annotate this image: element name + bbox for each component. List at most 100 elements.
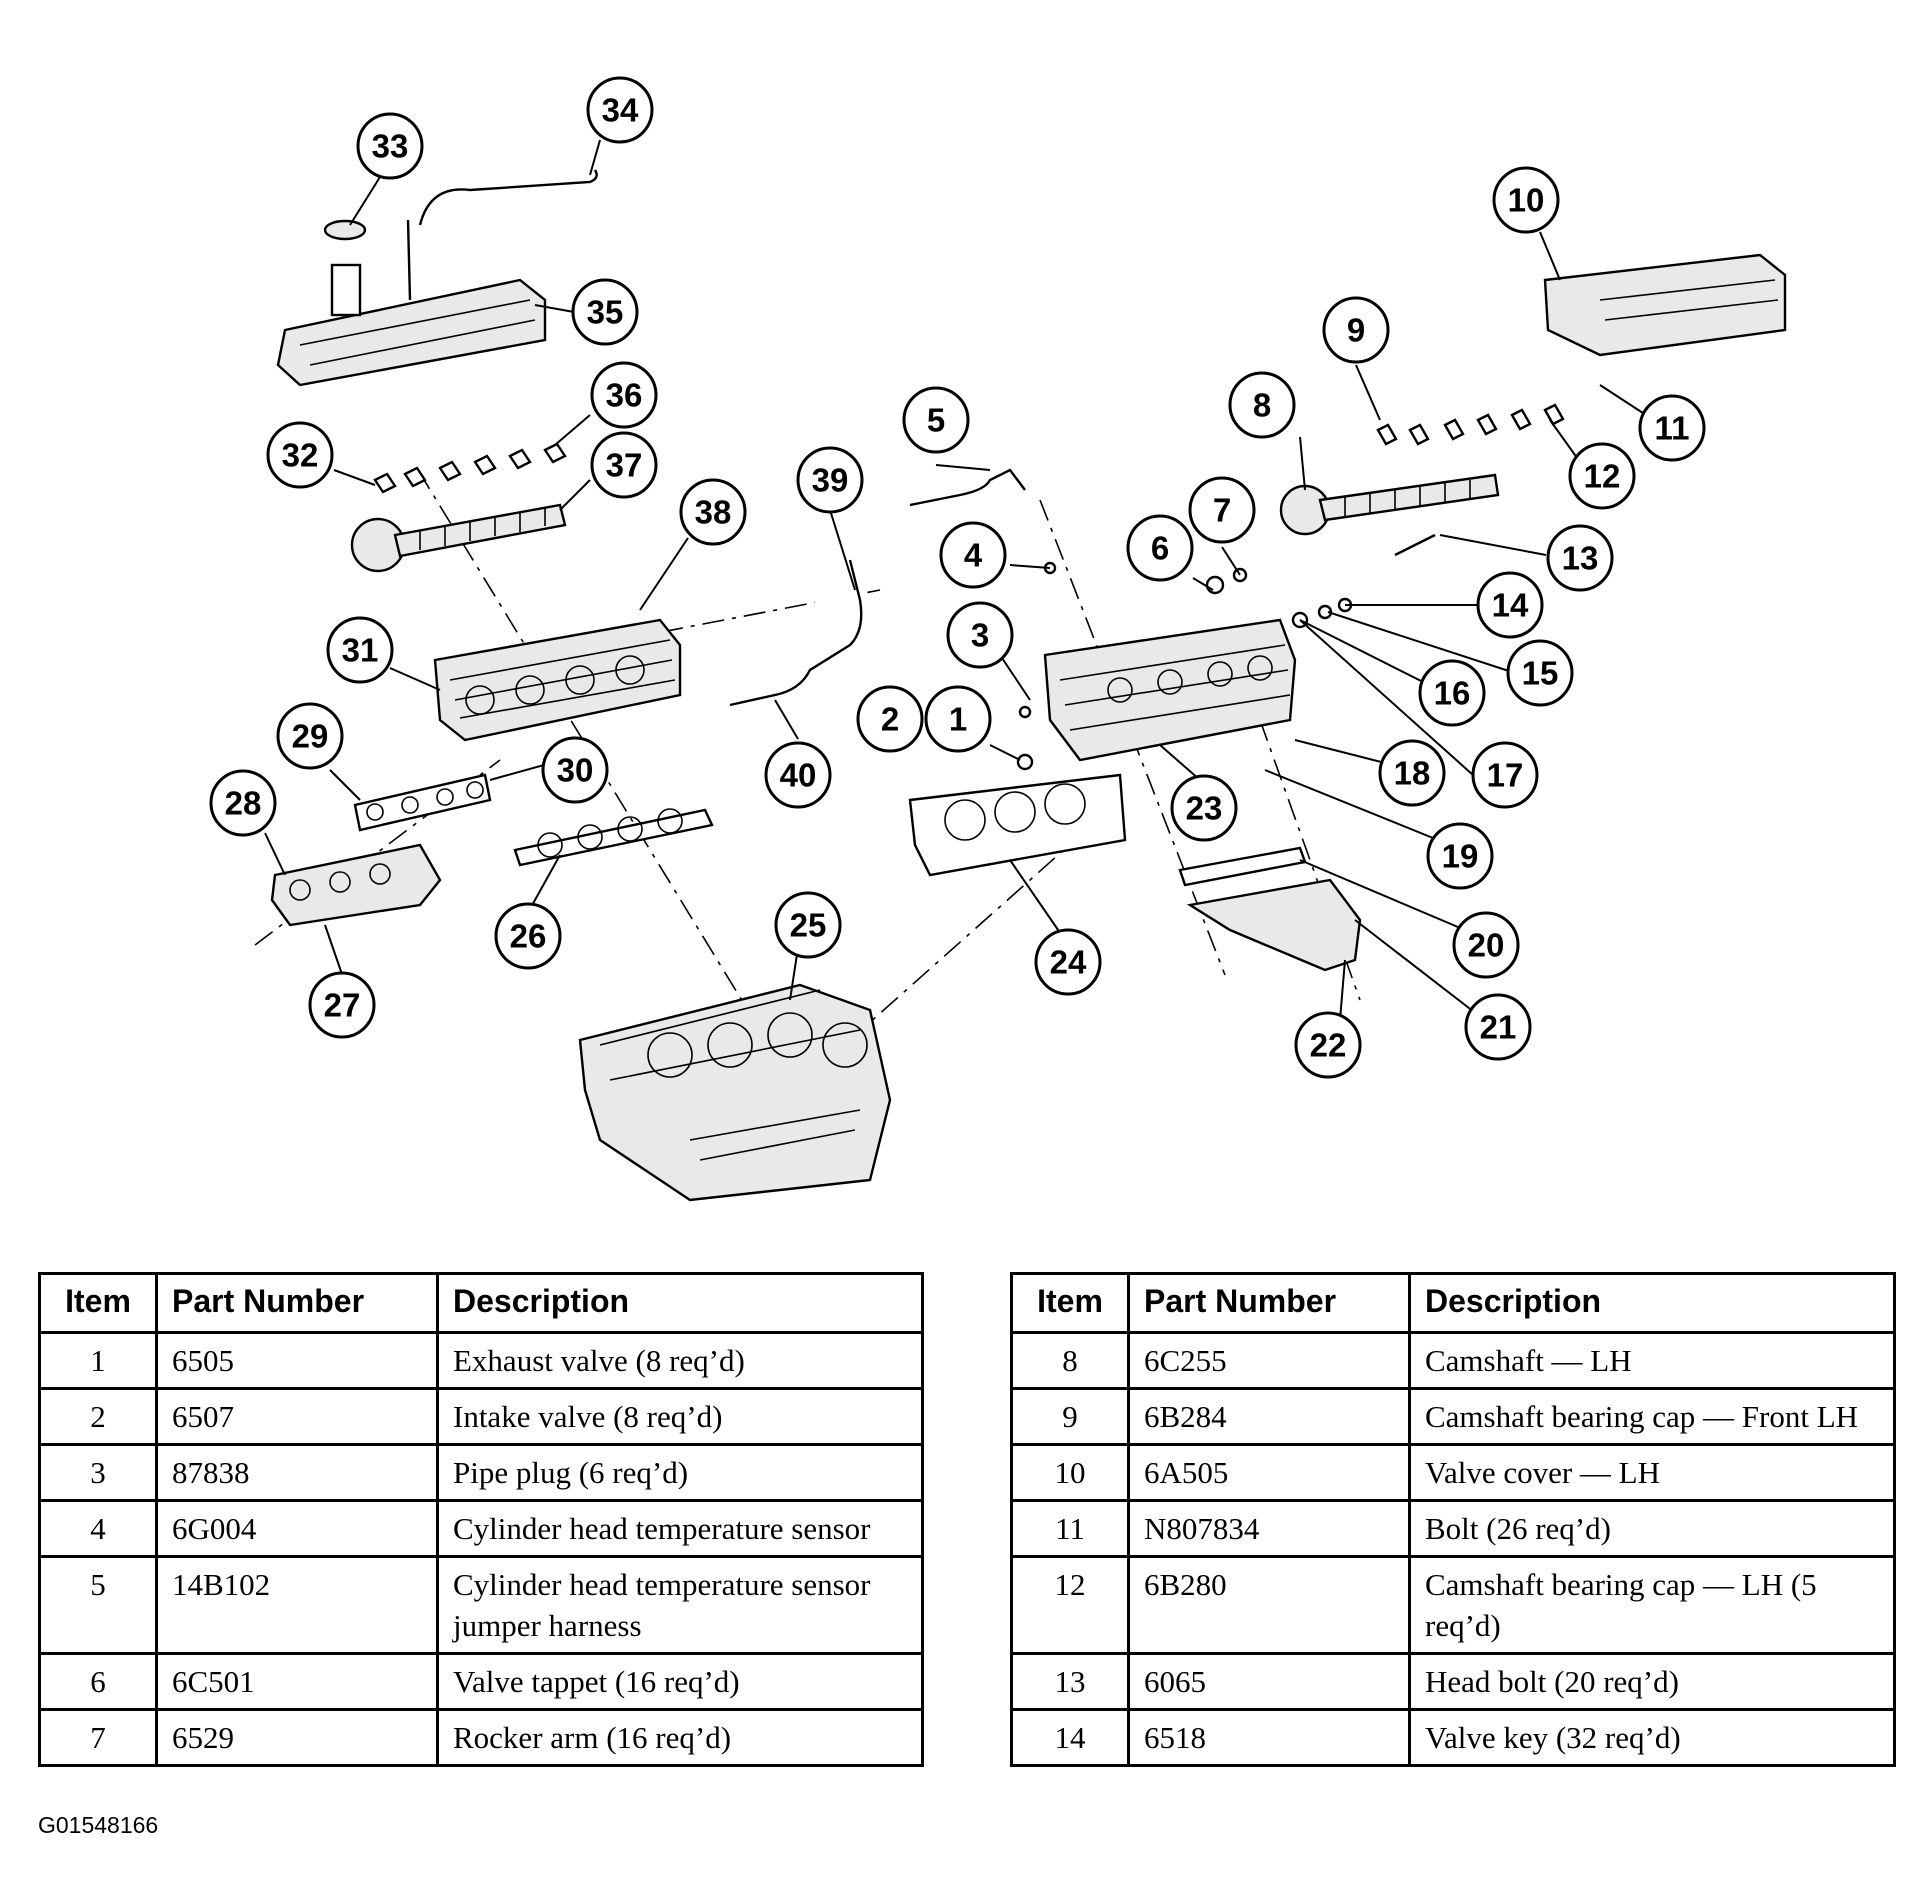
head-gasket-lh (908, 773, 1127, 877)
callout-16: 16 (1418, 659, 1486, 727)
cell-item: 1 (38, 1331, 158, 1390)
leader-lines (264, 139, 1647, 1021)
callout-32: 32 (266, 421, 334, 489)
callout-5: 5 (902, 386, 970, 454)
svg-text:7: 7 (1213, 492, 1231, 529)
cell-part-number: 6B280 (1127, 1555, 1411, 1655)
callout-36: 36 (590, 361, 658, 429)
svg-text:30: 30 (557, 752, 594, 789)
cell-description: Intake valve (8 req’d) (436, 1387, 924, 1446)
cell-item: 12 (1010, 1555, 1130, 1655)
cell-item: 13 (1010, 1652, 1130, 1711)
svg-text:38: 38 (695, 494, 732, 531)
camshaft-rh (350, 442, 567, 573)
callout-28: 28 (209, 769, 277, 837)
cell-item: 3 (38, 1443, 158, 1502)
cell-part-number: 14B102 (155, 1555, 439, 1655)
svg-text:26: 26 (510, 918, 547, 955)
svg-text:28: 28 (225, 785, 262, 822)
callout-23: 23 (1170, 774, 1238, 842)
cell-description: Exhaust valve (8 req’d) (436, 1331, 924, 1390)
exhaust-manifold-lh (1178, 846, 1362, 972)
cell-description: Bolt (26 req’d) (1408, 1499, 1896, 1558)
cell-description: Camshaft bearing cap — Front LH (1408, 1387, 1896, 1446)
svg-text:35: 35 (587, 294, 624, 331)
svg-text:16: 16 (1434, 675, 1471, 712)
callout-31: 31 (326, 616, 394, 684)
cell-part-number: 6A505 (1127, 1443, 1411, 1502)
svg-text:32: 32 (282, 437, 319, 474)
engine-block (578, 983, 892, 1202)
cell-item: 2 (38, 1387, 158, 1446)
callout-15: 15 (1506, 639, 1574, 707)
callout-38: 38 (679, 478, 747, 546)
breather-hose (418, 169, 598, 226)
callout-33: 33 (356, 112, 424, 180)
cell-item: 14 (1010, 1708, 1130, 1767)
oil-tube (729, 559, 863, 707)
svg-text:20: 20 (1468, 927, 1505, 964)
svg-text:31: 31 (342, 632, 379, 669)
cell-description: Camshaft bearing cap — LH (5 req’d) (1408, 1555, 1896, 1655)
svg-text:5: 5 (927, 402, 945, 439)
header-item: Item (38, 1272, 158, 1334)
callout-18: 18 (1378, 739, 1446, 807)
svg-text:4: 4 (964, 537, 983, 574)
callout-34: 34 (586, 76, 654, 144)
callout-29: 29 (276, 702, 344, 770)
cell-item: 10 (1010, 1443, 1130, 1502)
cell-item: 5 (38, 1555, 158, 1655)
svg-text:24: 24 (1050, 944, 1087, 981)
svg-text:19: 19 (1442, 838, 1479, 875)
callout-22: 22 (1294, 1011, 1362, 1079)
svg-text:36: 36 (606, 377, 643, 414)
svg-text:10: 10 (1508, 182, 1545, 219)
cell-description: Valve cover — LH (1408, 1443, 1896, 1502)
svg-text:1: 1 (949, 701, 967, 738)
valve-cover-lh (1543, 253, 1787, 357)
callout-30: 30 (541, 736, 609, 804)
cell-description: Head bolt (20 req’d) (1408, 1652, 1896, 1711)
exploded-engine-diagram: 1 2 3 4 5 6 7 8 9 10 11 12 13 14 15 16 1… (209, 76, 1787, 1202)
callout-12: 12 (1568, 442, 1636, 510)
callout-40: 40 (764, 741, 832, 809)
callout-19: 19 (1426, 822, 1494, 890)
figure-id: G01548166 (38, 1812, 159, 1838)
cell-description: Cylinder head temperature sensor (436, 1499, 924, 1558)
svg-text:33: 33 (372, 128, 409, 165)
cell-part-number: 6505 (155, 1331, 439, 1390)
cell-part-number: N807834 (1127, 1499, 1411, 1558)
header-part-number: Part Number (155, 1272, 439, 1334)
callout-35: 35 (571, 278, 639, 346)
cell-description: Valve key (32 req’d) (1408, 1708, 1896, 1767)
header-part-number: Part Number (1127, 1272, 1411, 1334)
cell-description: Camshaft — LH (1408, 1331, 1896, 1390)
callout-10: 10 (1492, 166, 1560, 234)
cylinder-head-rh (433, 618, 682, 742)
cell-description: Valve tappet (16 req’d) (436, 1652, 924, 1711)
cell-item: 6 (38, 1652, 158, 1711)
svg-text:9: 9 (1347, 312, 1365, 349)
callout-25: 25 (774, 891, 842, 959)
valve-cover-rh (276, 219, 547, 387)
svg-text:37: 37 (606, 447, 643, 484)
callout-2: 2 (856, 685, 924, 753)
cell-item: 4 (38, 1499, 158, 1558)
cell-item: 11 (1010, 1499, 1130, 1558)
cell-description: Cylinder head temperature sensor jumper … (436, 1555, 924, 1655)
cell-part-number: 6518 (1127, 1708, 1411, 1767)
svg-text:6: 6 (1151, 530, 1169, 567)
svg-text:2: 2 (881, 701, 899, 738)
header-description: Description (436, 1272, 924, 1334)
